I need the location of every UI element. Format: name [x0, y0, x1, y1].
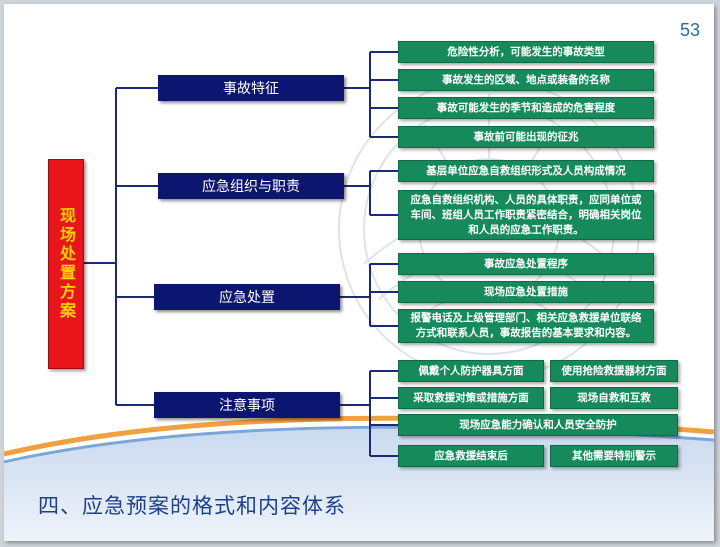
leaf-item: 其他需要特别警示	[550, 445, 678, 467]
leaf-item: 事故可能发生的季节和造成的危害程度	[398, 97, 654, 119]
leaf-item: 佩戴个人防护器具方面	[398, 360, 544, 382]
category-emergency-handling: 应急处置	[154, 284, 340, 310]
category-organization-duties: 应急组织与职责	[158, 173, 344, 199]
leaf-item: 现场应急能力确认和人员安全防护	[398, 414, 678, 436]
connector-lines	[82, 51, 398, 457]
leaf-item: 应急救援结束后	[398, 445, 544, 467]
leaf-item: 危险性分析，可能发生的事故类型	[398, 41, 654, 63]
leaf-item: 使用抢险救援器材方面	[550, 360, 678, 382]
category-precautions: 注意事项	[154, 392, 340, 418]
leaf-item: 事故发生的区域、地点或装备的名称	[398, 69, 654, 91]
leaf-item: 现场自救和互救	[550, 387, 678, 409]
leaf-item: 事故应急处置程序	[398, 253, 654, 275]
root-label: 现场处置方案	[57, 207, 76, 321]
leaf-item: 基层单位应急自救组织形式及人员构成情况	[398, 160, 654, 182]
leaf-item: 现场应急处置措施	[398, 281, 654, 303]
leaf-item: 事故前可能出现的征兆	[398, 126, 654, 148]
leaf-item: 应急自救组织机构、人员的具体职责，应同单位或车间、班组人员工作职责紧密结合，明确…	[398, 190, 654, 240]
leaf-item: 采取救援对策或措施方面	[398, 387, 544, 409]
page-number: 53	[679, 20, 700, 40]
root-node: 现场处置方案	[48, 159, 84, 369]
category-accident-features: 事故特征	[158, 75, 344, 101]
slide: 53	[4, 4, 714, 541]
leaf-item: 报警电话及上级管理部门、相关应急救援单位联络方式和联系人员，事故报告的基本要求和…	[398, 309, 654, 343]
footer-title: 四、应急预案的格式和内容体系	[38, 494, 346, 518]
